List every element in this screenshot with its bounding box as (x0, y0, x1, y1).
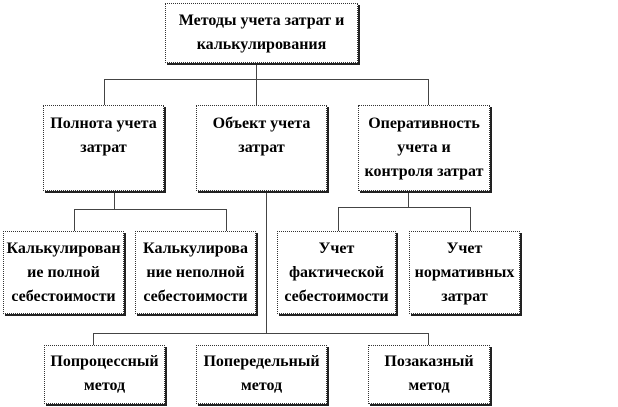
node-text: нормативных (414, 264, 515, 281)
node-text: Методы учета затрат и (178, 12, 345, 29)
connector (114, 191, 115, 209)
node-text: метод (240, 377, 283, 394)
connector (338, 207, 470, 208)
node-efficiency: Оперативность учета и контроля затрат (358, 105, 490, 191)
connector (93, 333, 94, 345)
node-text: ие полной (27, 264, 100, 281)
node-actual-cost: Учет фактической себестоимости (277, 231, 396, 314)
connector (470, 207, 471, 231)
node-partial-costing: Калькулирова ние неполной себестоимости (135, 231, 256, 314)
node-text: затрат (80, 139, 127, 156)
node-text: Оперативность (368, 115, 480, 132)
node-object: Объект учета затрат (196, 105, 327, 191)
connector (74, 209, 226, 210)
root-node: Методы учета затрат и калькулирования (165, 3, 358, 63)
node-completeness: Полнота учета затрат (43, 105, 164, 191)
connector (266, 191, 267, 334)
node-text: себестоимости (284, 288, 389, 305)
node-text: ние неполной (146, 264, 245, 281)
connector (408, 191, 409, 207)
connector (338, 207, 339, 231)
node-process-method: Попроцессный метод (44, 345, 165, 404)
connector (74, 209, 75, 231)
node-text: Попередельный (203, 353, 320, 370)
node-standard-cost: Учет нормативных затрат (409, 231, 520, 314)
node-text: Позаказный (384, 353, 474, 370)
node-text: контроля затрат (364, 163, 484, 180)
node-text: Учет (318, 240, 355, 257)
connector (256, 63, 257, 79)
node-text: фактической (288, 264, 384, 281)
node-text: затрат (441, 288, 488, 305)
node-full-costing: Калькулирован ие полной себестоимости (3, 231, 124, 314)
node-text: учета и (397, 139, 451, 156)
node-stage-method: Попередельный метод (196, 345, 327, 404)
node-text: себестоимости (11, 288, 116, 305)
node-text: Учет (446, 240, 483, 257)
node-text: Попроцессный (50, 353, 159, 370)
connector (256, 79, 257, 105)
node-text: метод (408, 377, 450, 394)
node-text: Калькулирован (6, 240, 121, 257)
connector (104, 79, 105, 105)
connector (226, 209, 227, 231)
node-text: Объект учета (212, 115, 311, 132)
node-text: затрат (238, 139, 285, 156)
node-text: Полнота учета (50, 115, 157, 132)
connector (93, 333, 429, 334)
node-text: калькулирования (196, 36, 327, 53)
connector (428, 333, 429, 345)
node-text: Калькулирова (143, 240, 248, 257)
connector (428, 79, 429, 105)
node-order-method: Позаказный метод (368, 345, 490, 404)
node-text: метод (83, 377, 126, 394)
node-text: себестоимости (143, 288, 248, 305)
connector (104, 79, 429, 80)
